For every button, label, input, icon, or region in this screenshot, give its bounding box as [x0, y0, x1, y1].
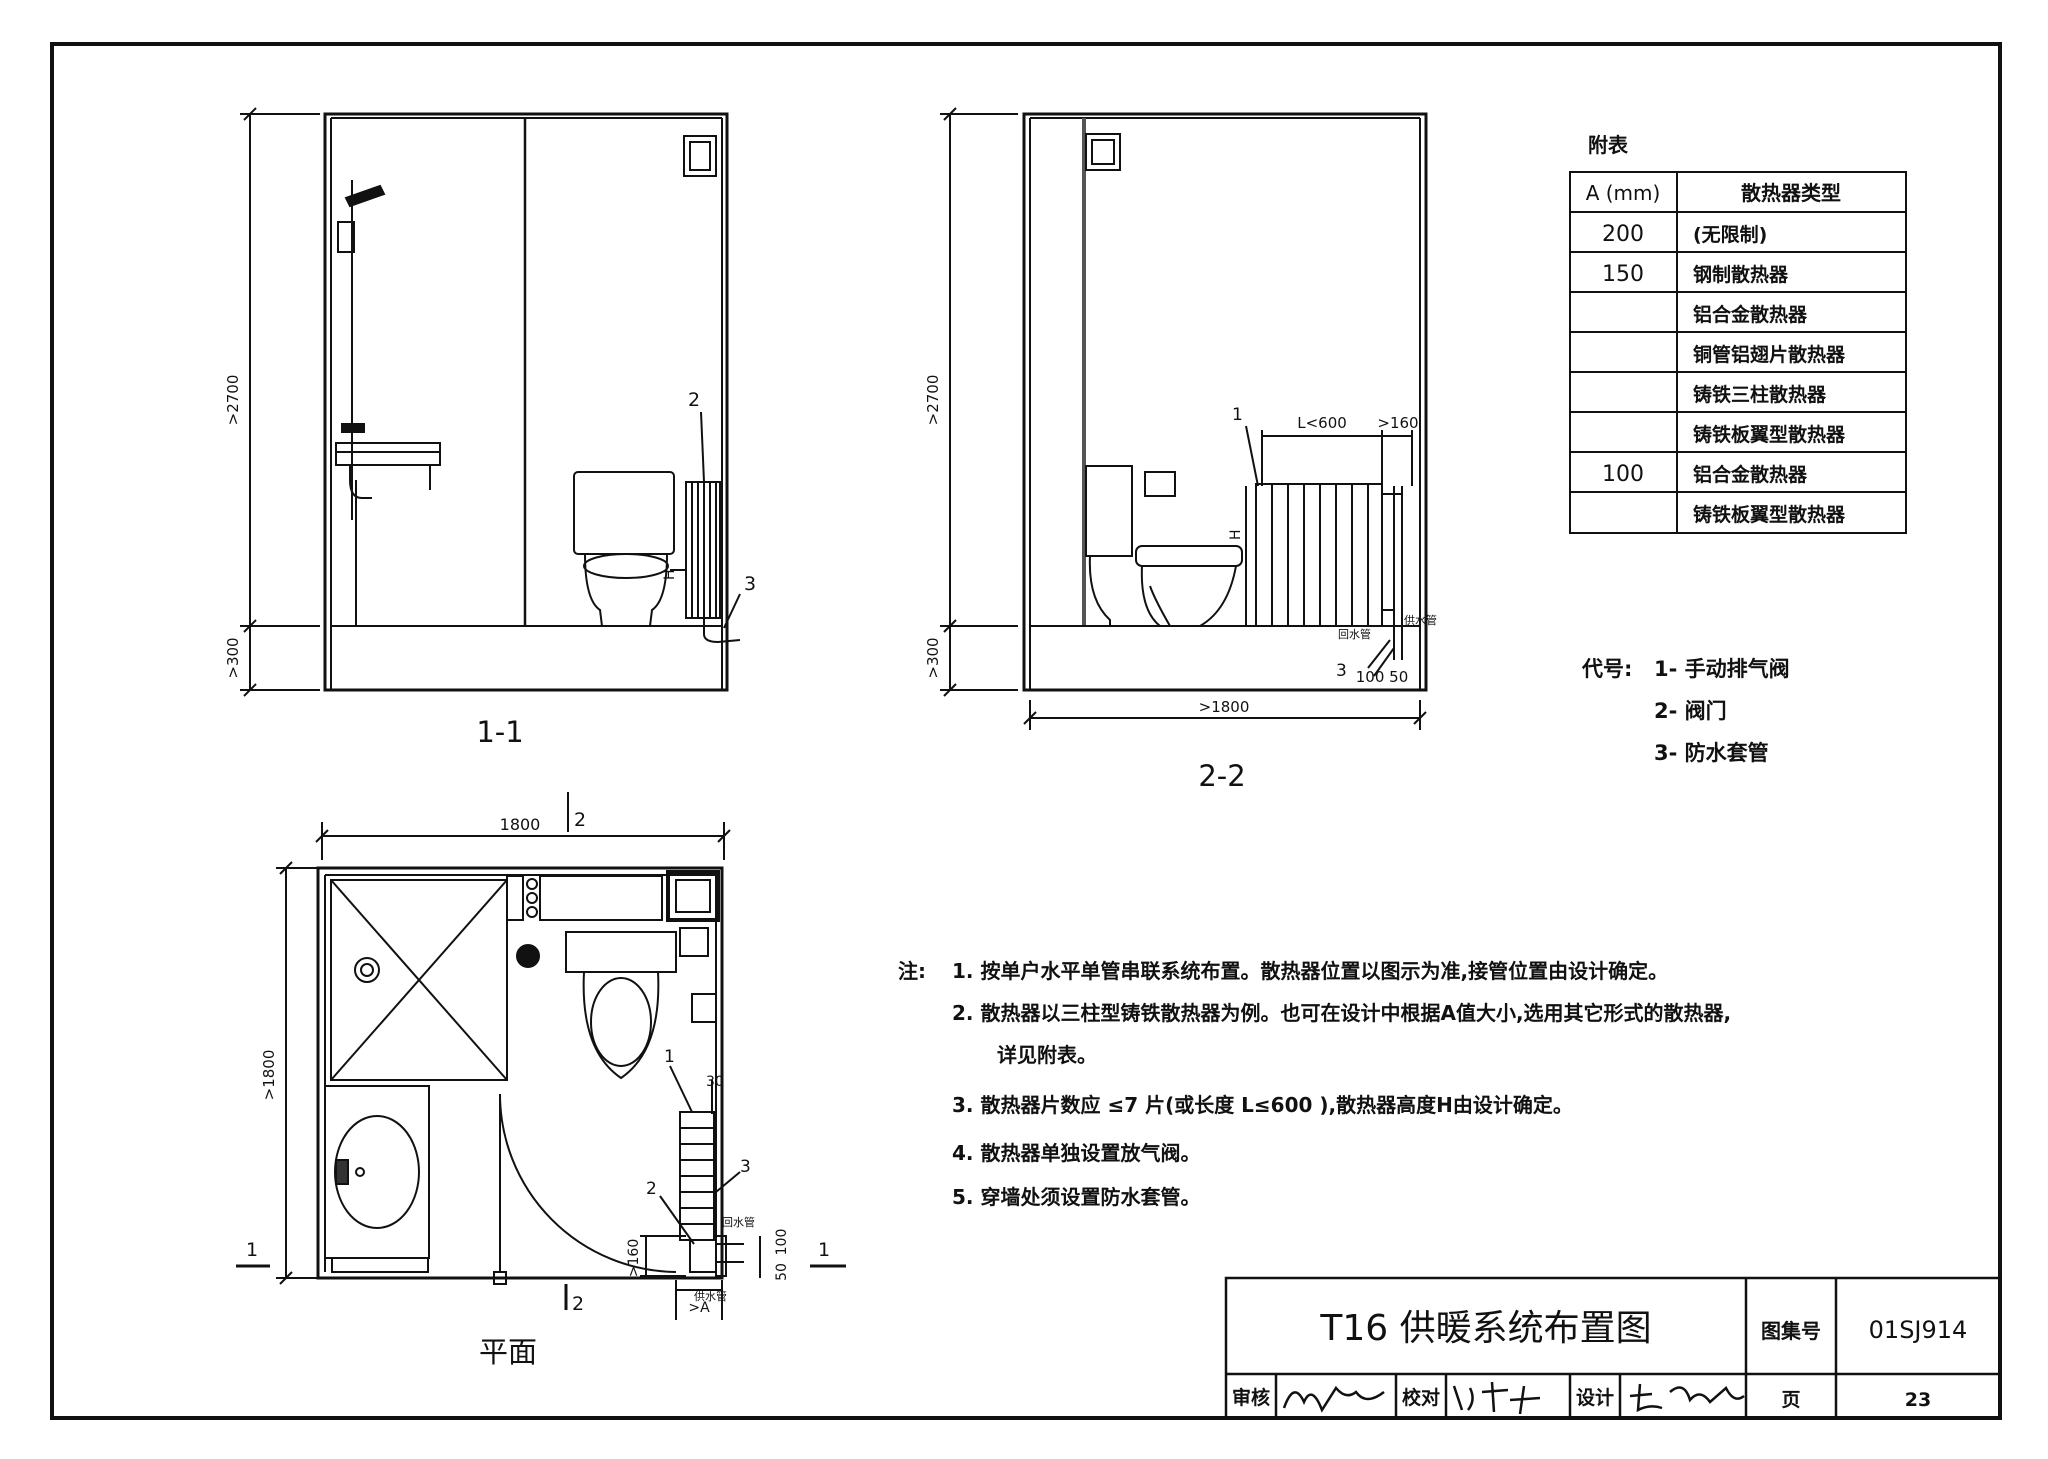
plan-pipe-supply: 供水管: [694, 1289, 727, 1303]
appendix-row-1-type: (无限制): [1693, 223, 1767, 246]
toilet-icon: [573, 471, 675, 627]
page-label: 页: [1781, 1389, 1800, 1411]
plan-view: [236, 792, 846, 1320]
appendix-row-1-a: 200: [1602, 222, 1644, 247]
page-number: 23: [1905, 1389, 1931, 1411]
radiator-icon: [685, 481, 741, 644]
plan-callout-1: 1: [664, 1047, 675, 1067]
drawing-title: T16 供暖系统布置图: [1319, 1308, 1651, 1349]
plan-radiator-icon: [679, 1111, 744, 1277]
notes-prefix: 注:: [898, 959, 926, 983]
section-2-callout-3: 3: [1336, 661, 1347, 681]
atlas-label: 图集号: [1761, 1319, 1821, 1343]
plan-dim-top: 1800: [500, 815, 541, 834]
section-1-callout-3: 3: [744, 573, 756, 595]
atlas-number: 01SJ914: [1869, 1316, 1968, 1344]
title-block-grid: [1224, 1276, 2002, 1420]
note-2-cont: 详见附表。: [997, 1043, 1097, 1067]
plan-cut-mark-2-bottom: 2: [572, 1293, 584, 1315]
base-slab: [330, 625, 723, 691]
note-5: 5. 穿墙处须设置防水套管。: [952, 1185, 1200, 1209]
section-2-dim-clearance: >160: [1377, 414, 1418, 432]
plan-dim-30: 30: [706, 1074, 724, 1090]
appendix-title: 附表: [1588, 133, 1629, 157]
vent-grille: [683, 135, 717, 177]
section-2-pipe-return: 回水管: [1338, 627, 1371, 641]
plan-dim-50: 50: [774, 1263, 790, 1281]
section-2-2: [940, 107, 1428, 730]
legend-item-1: 1- 手动排气阀: [1654, 657, 1790, 681]
plan-pipe-return: 回水管: [722, 1215, 755, 1229]
sheet-frame: [50, 42, 2002, 1420]
radiator-section-icon: [1255, 483, 1403, 660]
plan-dim-160: >160: [626, 1239, 642, 1277]
section-2-dim-height: >2700: [924, 375, 942, 426]
legend-item-2: 2- 阀门: [1654, 699, 1727, 723]
appendix-row-2-type: 钢制散热器: [1693, 263, 1789, 286]
plan-toilet-icon: [565, 927, 717, 1080]
appendix-row-8-type: 铸铁板翼型散热器: [1693, 503, 1846, 526]
note-4: 4. 散热器单独设置放气阀。: [952, 1141, 1200, 1165]
plan-outline: [316, 866, 724, 1280]
check-label: 校对: [1402, 1386, 1440, 1409]
note-1: 1. 按单户水平单管串联系统布置。散热器位置以图示为准,接管位置由设计确定。: [952, 959, 1668, 983]
shower-tray-icon: [330, 879, 508, 1081]
plan-label: 平面: [479, 1335, 537, 1369]
plan-callout-3: 3: [740, 1157, 751, 1177]
plan-cut-mark-1-left: 1: [246, 1239, 258, 1261]
wash-basin-icon: [335, 423, 441, 626]
plan-dim-100: 100: [774, 1229, 790, 1256]
plan-cut-mark-2-top: 2: [574, 809, 586, 831]
section-1-h-mark: H: [662, 569, 678, 580]
section-2-label: 2-2: [1198, 759, 1245, 793]
toilet-side-icon: [1085, 465, 1243, 627]
section-2-dim-length: L<600: [1297, 414, 1347, 432]
shower-head-icon: [337, 180, 386, 520]
signature-design: [1629, 1383, 1745, 1413]
design-label: 设计: [1576, 1387, 1614, 1409]
appendix-header-a: A (mm): [1586, 181, 1661, 205]
vent-shaft-icon: [666, 870, 720, 922]
appendix-header-type: 散热器类型: [1741, 181, 1841, 205]
floor-drain-icon: [516, 944, 540, 968]
section-1-1: [240, 107, 741, 697]
section-2-pipe-supply: 供水管: [1404, 613, 1437, 627]
review-label: 审核: [1232, 1386, 1270, 1409]
appendix-row-5-type: 铸铁三柱散热器: [1693, 383, 1827, 406]
appendix-row-6-type: 铸铁板翼型散热器: [1693, 423, 1846, 446]
appendix-row-3-type: 铝合金散热器: [1693, 303, 1808, 326]
signature-review: [1282, 1385, 1385, 1413]
base-slab-2: [1029, 625, 1421, 691]
section-2-dim-width: >1800: [1199, 698, 1250, 716]
section-1-label: 1-1: [476, 715, 523, 749]
partition-wall-2: [1082, 118, 1086, 626]
appendix-row-7-type: 铝合金散热器: [1693, 463, 1808, 486]
legend-prefix: 代号:: [1581, 657, 1632, 681]
appendix-row-7-a: 100: [1602, 462, 1644, 487]
appendix-row-4-type: 铜管铝翅片散热器: [1693, 343, 1846, 366]
appendix-table-grid: [1569, 171, 1907, 534]
section-2-dim-offsets: 100 50: [1356, 668, 1409, 686]
section-2-dim-base: >300: [924, 637, 942, 678]
section-1-dim-base: >300: [224, 637, 242, 678]
plan-cut-mark-1-right: 1: [818, 1239, 830, 1261]
door-swing: [499, 1093, 677, 1273]
legend-item-3: 3- 防水套管: [1654, 741, 1769, 765]
appendix-row-2-a: 150: [1602, 262, 1644, 287]
note-2: 2. 散热器以三柱型铸铁散热器为例。也可在设计中根据A值大小,选用其它形式的散热…: [952, 1001, 1731, 1025]
section-2-h-mark: H: [1228, 529, 1244, 540]
note-3: 3. 散热器片数应 ≤7 片(或长度 L≤600 ),散热器高度H由设计确定。: [952, 1093, 1573, 1117]
section-2-callout-1: 1: [1232, 405, 1243, 425]
plan-dim-a: >A: [688, 1300, 710, 1316]
section-1-callout-2: 2: [688, 389, 700, 411]
plan-dim-left: >1800: [260, 1050, 278, 1101]
section-1-dim-height: >2700: [224, 375, 242, 426]
signature-check: [1452, 1381, 1541, 1415]
plan-callout-2: 2: [646, 1179, 657, 1199]
